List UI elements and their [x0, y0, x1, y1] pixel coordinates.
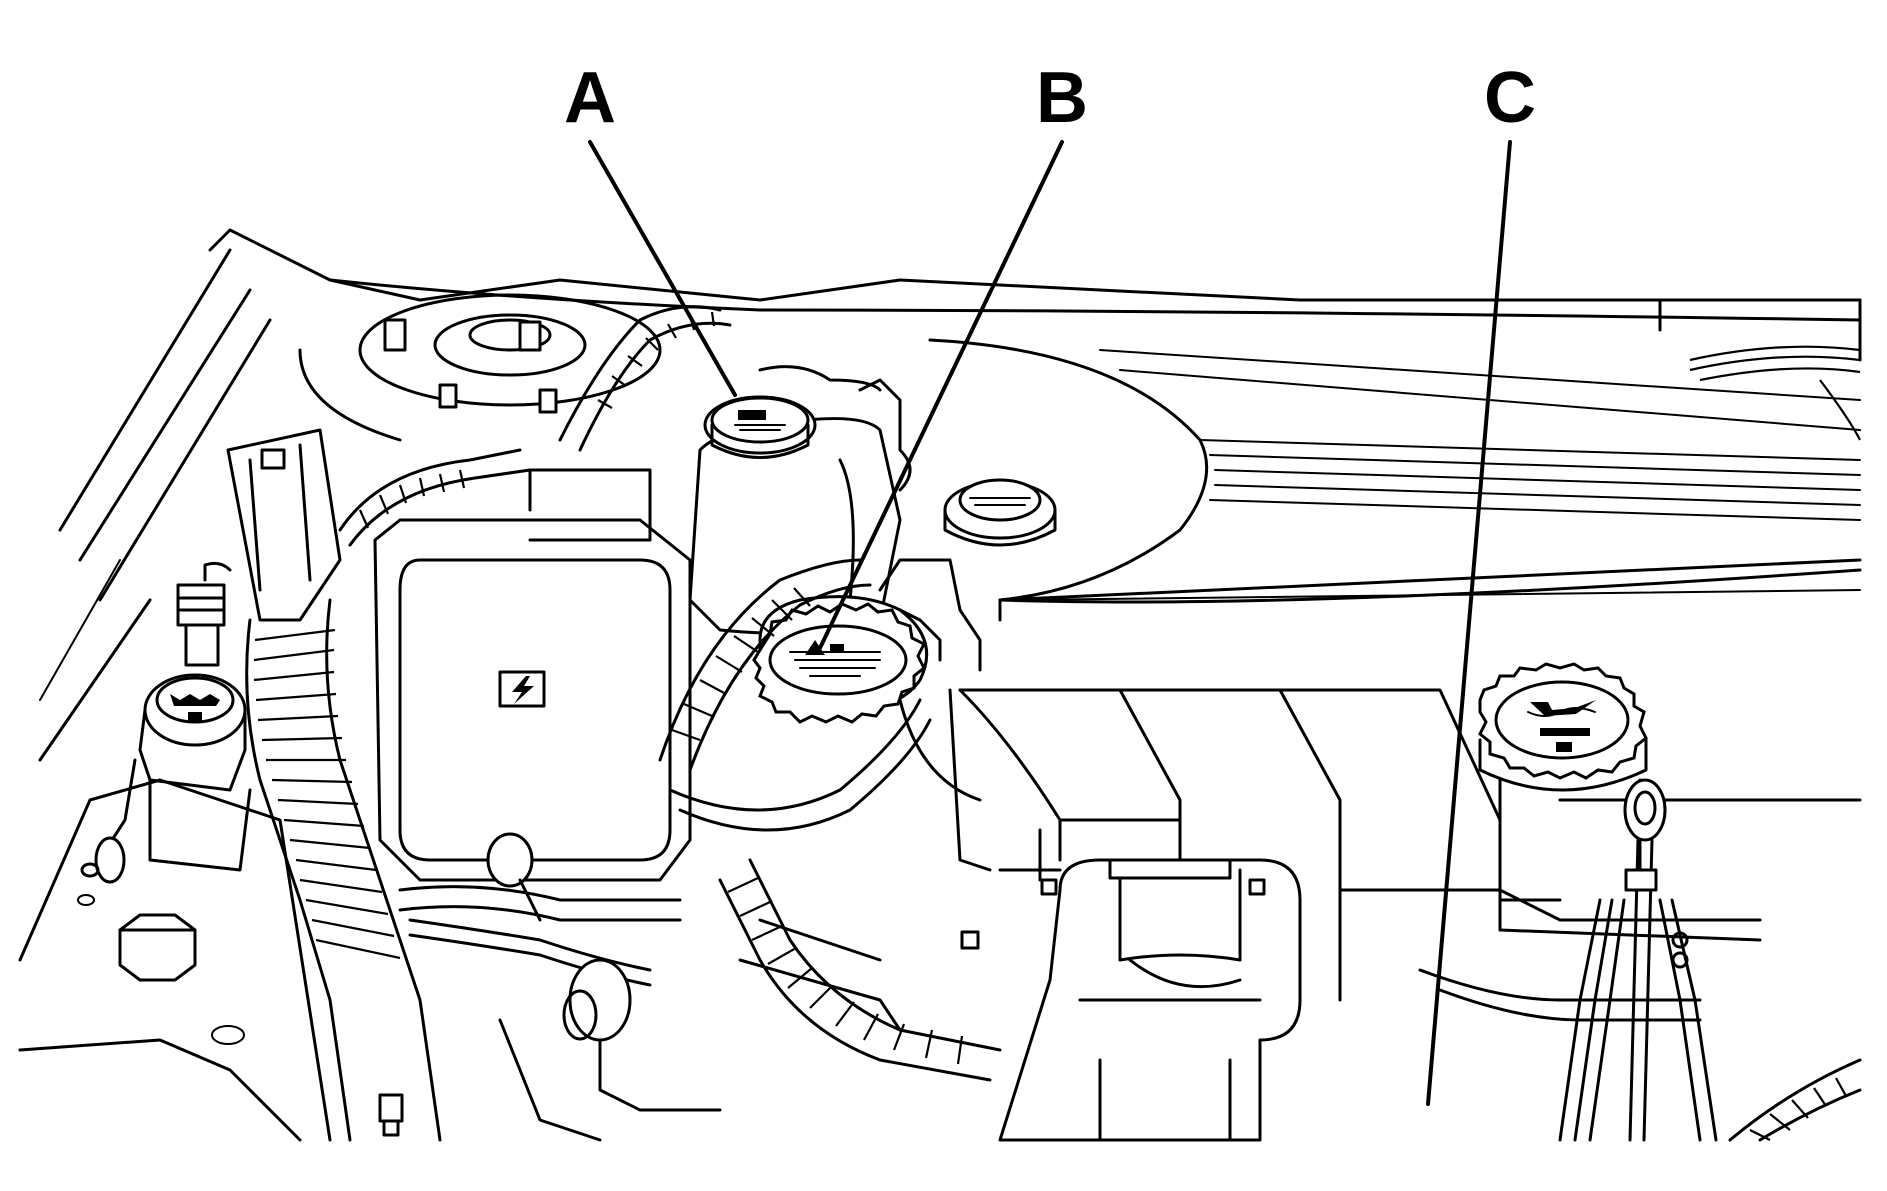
- center-strut: [998, 858, 1302, 1142]
- coolant-reservoir-cap: [703, 395, 817, 459]
- harness-top-right: [1689, 345, 1861, 441]
- lightning-icon: [498, 670, 546, 708]
- washer-fluid-cap: [138, 673, 252, 872]
- leader-line-b: [818, 140, 1064, 650]
- main-wire-harness: [226, 428, 442, 1142]
- hex-nut: [118, 913, 197, 982]
- lower-left-components: [378, 828, 1266, 1142]
- harness-upper: [338, 305, 732, 547]
- ground-cable: [80, 758, 137, 884]
- oil-fill-cap: [1478, 662, 1648, 902]
- oil-dipstick: [1558, 778, 1718, 1142]
- radiator-cap: [752, 595, 942, 724]
- leader-line-a: [588, 140, 737, 397]
- radiator-hose: [878, 558, 992, 872]
- leader-line-c: [1426, 140, 1512, 1106]
- harness-center: [398, 558, 1002, 1082]
- harness-lower-right: [1728, 1058, 1862, 1142]
- cover-cap: [943, 478, 1057, 547]
- strut-tower: [298, 293, 662, 442]
- engine-cover: [928, 338, 1862, 622]
- electrical-connector: [176, 561, 232, 667]
- callout-label-b: B: [1036, 58, 1088, 138]
- callout-label-c: C: [1484, 58, 1536, 138]
- fuse-block: [373, 468, 692, 882]
- callout-leaders: [588, 140, 1512, 1106]
- callout-label-a: A: [564, 58, 616, 138]
